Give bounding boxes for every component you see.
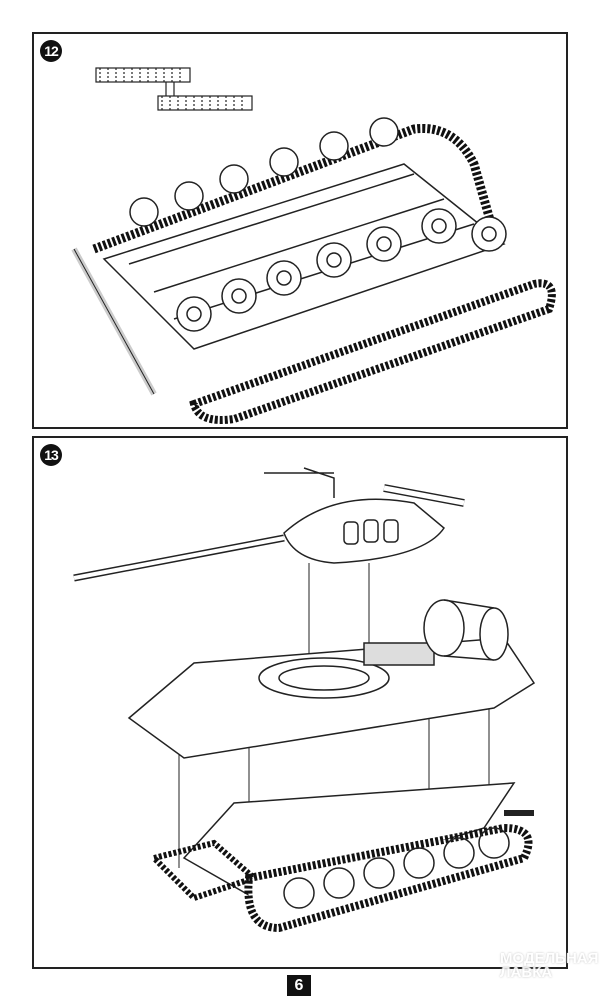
upper-hull [127, 599, 536, 759]
watermark-logo: МОДЕЛЬНАЯ ЛАВКА [500, 950, 599, 981]
step-13-panel: 13 [32, 436, 568, 969]
lower-hull [148, 782, 534, 933]
watermark-line-2: ЛАВКА [500, 964, 553, 981]
track-assembly-illustration [71, 67, 556, 424]
watermark-line-1: МОДЕЛЬНАЯ [500, 950, 599, 967]
step-number-badge: 12 [40, 40, 62, 62]
turret [73, 467, 465, 582]
turret-hull-assembly-illustration [73, 467, 536, 933]
step-number-badge: 13 [40, 444, 62, 466]
step-12-panel: 12 [32, 32, 568, 429]
road-wheels [129, 117, 507, 332]
page-number: 6 [287, 975, 311, 996]
track-link-parts [95, 67, 253, 111]
